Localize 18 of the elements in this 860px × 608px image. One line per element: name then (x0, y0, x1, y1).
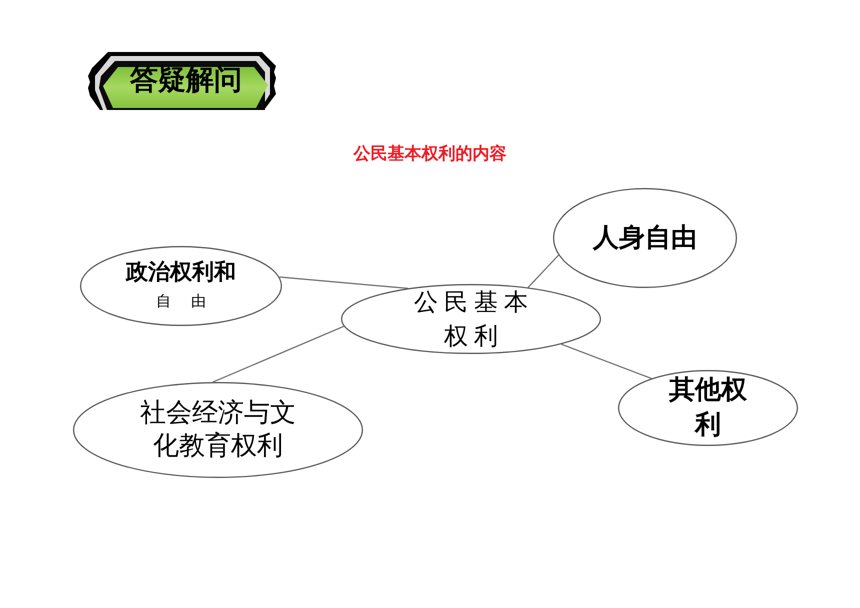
heading-banner (88, 52, 276, 110)
connector-line (212, 326, 344, 383)
node-text: 自由 (156, 291, 226, 312)
node-text: 政治权利和 (126, 259, 236, 287)
concept-ellipse (553, 188, 737, 288)
banner-text: 答疑解问 (129, 62, 242, 98)
concept-ellipse (73, 382, 363, 478)
node-text: 其他权利 (668, 374, 748, 442)
connector-line (561, 344, 652, 380)
connector-line (279, 276, 408, 289)
concept-ellipse (341, 284, 601, 354)
node-text: 人身自由 (593, 222, 697, 254)
node-text: 公民基本权利 (413, 287, 535, 352)
diagram-title: 公民基本权利的内容 (354, 144, 506, 164)
concept-ellipse (618, 370, 798, 446)
concept-ellipse (80, 246, 282, 326)
connector-line (528, 254, 559, 288)
node-text: 社会经济与文化教育权利 (139, 397, 297, 463)
